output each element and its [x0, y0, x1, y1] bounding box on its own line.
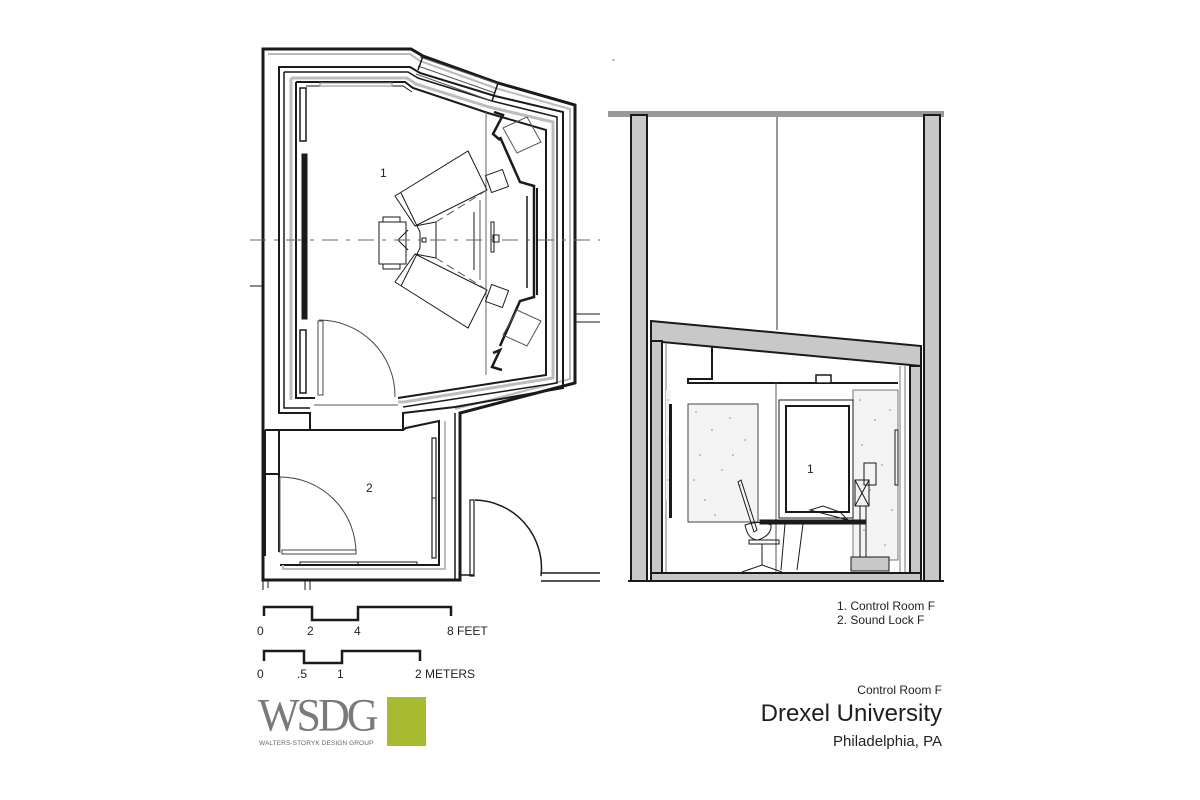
scale-feet-2: 2 — [307, 624, 314, 638]
desk — [759, 519, 867, 525]
sound-lock-shell — [279, 419, 440, 566]
room-label-1: 1 — [380, 166, 387, 180]
room-label-2: 2 — [366, 481, 373, 495]
exterior-door — [474, 499, 543, 577]
speaker-stand — [850, 462, 890, 572]
section-view — [608, 111, 944, 582]
scale-bar-meters — [262, 649, 422, 665]
sloped-ceiling — [650, 319, 922, 368]
control-room-door — [318, 319, 396, 398]
section-chair — [737, 479, 783, 573]
chair — [378, 216, 409, 270]
scale-m-0: 0 — [257, 667, 264, 681]
legend-item: 2. Sound Lock F — [837, 613, 925, 627]
section-window — [778, 399, 854, 519]
legend-item: 1. Control Room F — [837, 599, 936, 613]
scale-feet-0: 0 — [257, 624, 264, 638]
scale-feet-4: 4 — [354, 624, 361, 638]
floor-plan — [250, 47, 615, 590]
drawing-title: Drexel University — [760, 700, 942, 727]
scale-m-half: .5 — [297, 667, 308, 681]
outer-wall — [261, 47, 577, 582]
logo-tagline: WALTERS-STORYK DESIGN GROUP — [259, 740, 374, 747]
logo-wordmark: WSDG — [258, 689, 379, 742]
section-room-label: 1 — [807, 462, 814, 476]
window-top — [415, 56, 499, 102]
drawing-subtitle: Control Room F — [857, 683, 942, 697]
scale-feet-8: 8 FEET — [447, 624, 488, 638]
scale-m-1: 1 — [337, 667, 344, 681]
logo-square-icon — [387, 697, 426, 746]
drawing-location: Philadelphia, PA — [833, 733, 942, 750]
scale-m-2: 2 METERS — [415, 667, 476, 681]
scale-bar-feet — [262, 605, 453, 622]
acoustic-panel-left — [687, 403, 759, 523]
sound-lock-door — [279, 476, 357, 554]
room-legend: 1. Control Room F 2. Sound Lock F — [837, 599, 935, 627]
control-room-shell — [278, 66, 564, 431]
mixing-console — [394, 150, 488, 329]
